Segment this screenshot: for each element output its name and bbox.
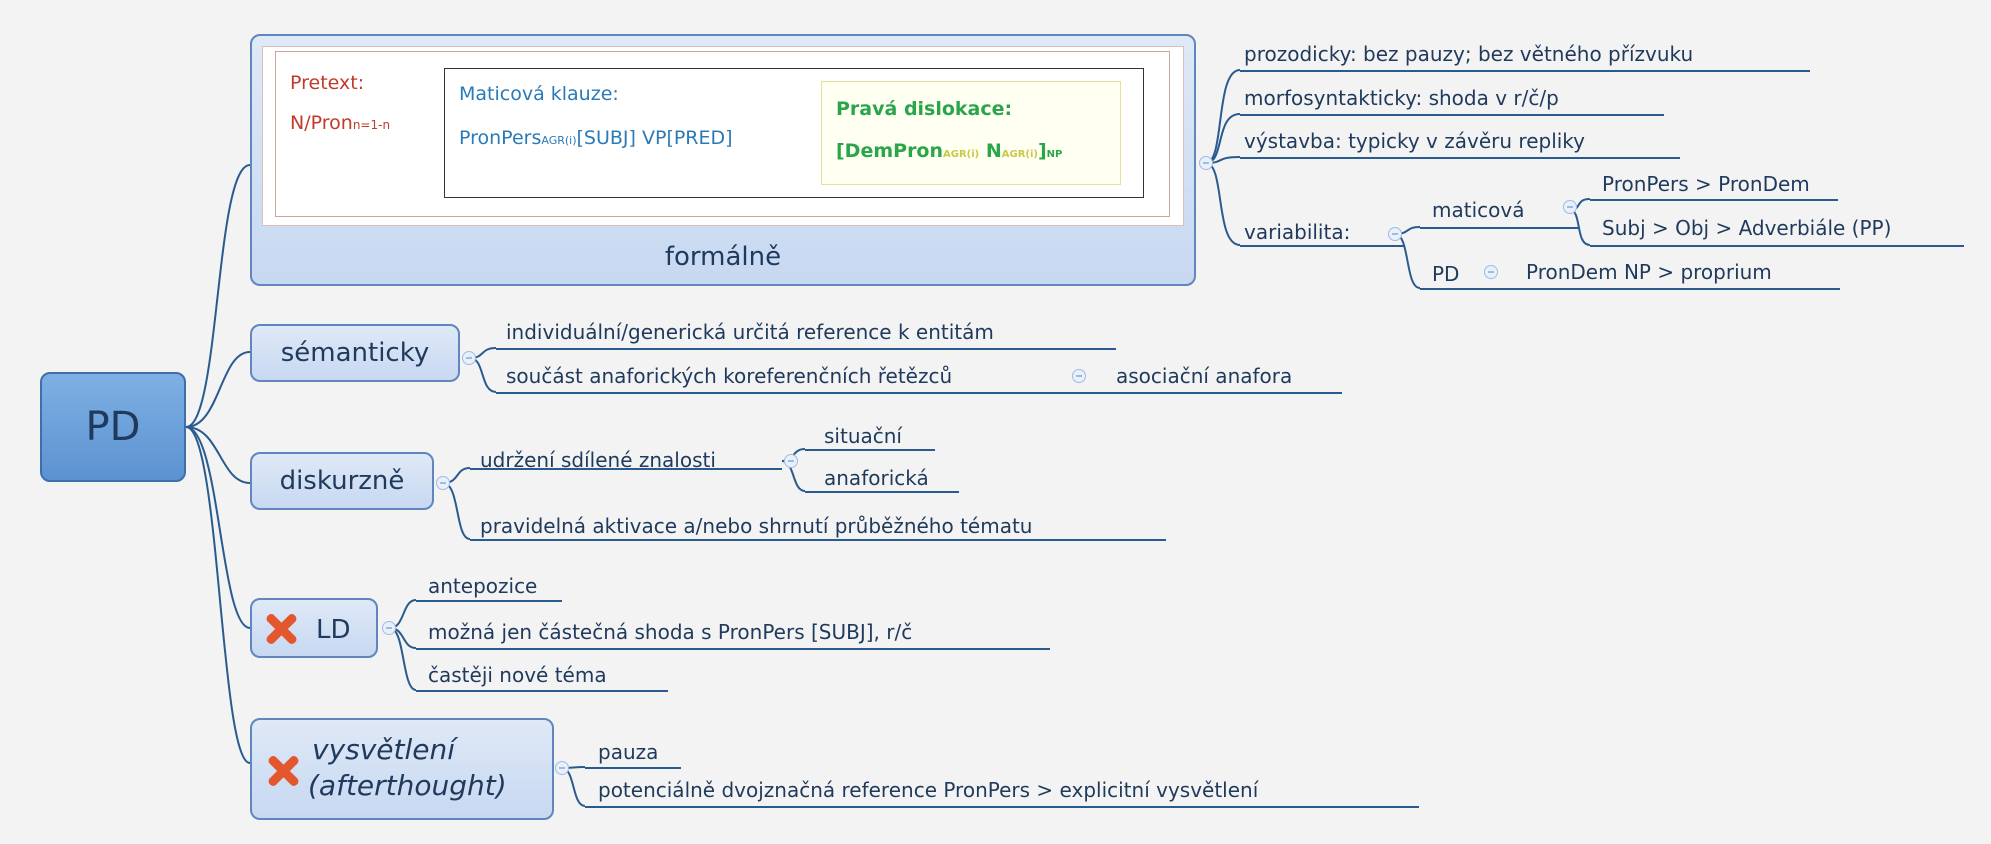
underline [1240, 157, 1680, 159]
ld-collapse-icon[interactable] [382, 621, 396, 635]
ld-item-2[interactable]: možná jen částečná shoda s PronPers [SUB… [428, 620, 913, 644]
underline [496, 348, 1116, 350]
root-label: PD [85, 404, 141, 450]
underline [416, 690, 668, 692]
diskurzne-collapse-icon[interactable] [436, 476, 450, 490]
underline [1420, 227, 1580, 229]
matrix-formula: PronPersAGR(i)[SUBJ] VP[PRED] [459, 127, 733, 149]
pd-variability-item[interactable]: PronDem NP > proprium [1526, 260, 1772, 284]
diskurzne-label: diskurzně [279, 466, 405, 496]
diskurzne-child-2[interactable]: anaforická [824, 466, 929, 490]
ld-item-3[interactable]: častěji nové téma [428, 663, 607, 687]
koreference-collapse-icon[interactable] [1072, 369, 1086, 383]
znalost-collapse-icon[interactable] [784, 454, 798, 468]
pretext-formula: N/Pronn=1-n [290, 112, 391, 134]
reject-x-icon [266, 754, 300, 788]
root-node[interactable]: PD [40, 372, 186, 482]
semanticky-collapse-icon[interactable] [462, 351, 476, 365]
underline [1240, 70, 1810, 72]
pd-collapse-icon[interactable] [1484, 265, 1498, 279]
formalne-node[interactable]: Pretext: N/Pronn=1-n Maticová klauze: Pr… [250, 34, 1196, 286]
reject-x-icon [264, 612, 298, 646]
right-dislocation-formula: [DemPronAGR(i) NAGR(i)]NP [836, 140, 1063, 162]
pretext-title: Pretext: [290, 72, 365, 94]
semanticky-item-1[interactable]: individuální/generická určitá reference … [506, 320, 994, 344]
underline [416, 600, 562, 602]
matrix-title: Maticová klauze: [459, 83, 619, 105]
diskurzne-node[interactable]: diskurzně [250, 452, 434, 510]
pd-variability-label[interactable]: PD [1432, 262, 1460, 286]
formalne-item-1[interactable]: prozodicky: bez pauzy; bez větného přízv… [1244, 42, 1694, 66]
pretext-box: Pretext: N/Pronn=1-n Maticová klauze: Pr… [275, 51, 1170, 217]
diskurzne-item-2[interactable]: pravidelná aktivace a/nebo shrnutí průbě… [480, 514, 1033, 538]
underline [1420, 288, 1840, 290]
right-dislocation-title: Pravá dislokace: [836, 98, 1013, 120]
ld-item-1[interactable]: antepozice [428, 574, 538, 598]
underline [1590, 199, 1838, 201]
maticova-item-2[interactable]: Subj > Obj > Adverbiále (PP) [1602, 216, 1892, 240]
vysvetleni-label-line2: (afterthought) [308, 769, 507, 802]
formalne-collapse-icon[interactable] [1199, 156, 1213, 170]
right-dislocation-box: Pravá dislokace: [DemPronAGR(i) NAGR(i)]… [821, 81, 1121, 185]
underline [805, 491, 959, 493]
vysvetleni-item-1[interactable]: pauza [598, 740, 659, 764]
variabilita-collapse-icon[interactable] [1388, 227, 1402, 241]
underline [1590, 245, 1964, 247]
maticova-collapse-icon[interactable] [1563, 200, 1577, 214]
underline [805, 449, 935, 451]
diskurzne-child-1[interactable]: situační [824, 424, 902, 448]
semanticky-node[interactable]: sémanticky [250, 324, 460, 382]
underline [1240, 114, 1664, 116]
underline [416, 648, 1050, 650]
vysvetleni-label-line1: vysvětlení [312, 733, 456, 766]
underline [496, 392, 1342, 394]
underline [470, 468, 782, 470]
underline [470, 539, 1166, 541]
semanticky-label: sémanticky [280, 338, 430, 368]
variabilita-label[interactable]: variabilita: [1244, 220, 1351, 244]
ld-node[interactable]: LD [250, 598, 378, 658]
formalne-item-3[interactable]: výstavba: typicky v závěru repliky [1244, 129, 1586, 153]
maticova-label[interactable]: maticová [1432, 198, 1525, 222]
matrix-clause-box: Maticová klauze: PronPersAGR(i)[SUBJ] VP… [444, 68, 1144, 198]
underline [1240, 245, 1404, 247]
formalne-item-2[interactable]: morfosyntakticky: shoda v r/č/p [1244, 86, 1559, 110]
underline [585, 806, 1419, 808]
semanticky-subitem[interactable]: asociační anafora [1116, 364, 1293, 388]
semanticky-item-2[interactable]: součást anaforických koreferenčních řetě… [506, 364, 953, 388]
formula-image: Pretext: N/Pronn=1-n Maticová klauze: Pr… [262, 46, 1184, 226]
ld-label: LD [316, 615, 351, 645]
vysvetleni-node[interactable]: vysvětlení (afterthought) [250, 718, 554, 820]
maticova-item-1[interactable]: PronPers > PronDem [1602, 172, 1810, 196]
vysvetleni-collapse-icon[interactable] [555, 761, 569, 775]
underline [585, 767, 681, 769]
vysvetleni-item-2[interactable]: potenciálně dvojznačná reference PronPer… [598, 778, 1259, 802]
formalne-caption: formálně [664, 242, 782, 272]
